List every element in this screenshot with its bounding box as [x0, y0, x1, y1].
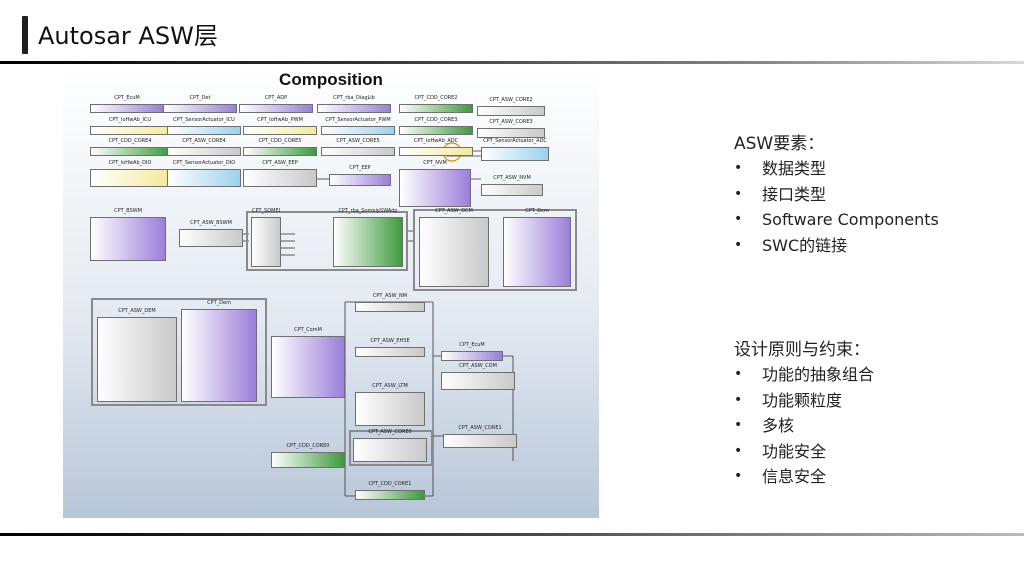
swc-block: CPT_IoHwAb_DIO	[90, 160, 170, 187]
swc-block: CPT_CDD_CORE3	[399, 117, 473, 135]
list-item: SWC的链接	[734, 233, 939, 259]
swc-block: CPT_ASW_NVM	[481, 175, 543, 196]
design-principles-panel: 设计原则与约束： 功能的抽象组合 功能颗粒度 多核 功能安全 信息安全	[734, 338, 874, 490]
swc-block: CPT_CDD_CORE5	[243, 138, 317, 156]
swc-block: CPT_ASW_CORE1	[443, 425, 517, 448]
top-divider	[0, 61, 1024, 64]
swc-block: CPT_SensorActuator_ICU	[167, 117, 241, 135]
list-item: 功能安全	[734, 439, 874, 465]
core0-group-frame	[349, 430, 433, 466]
swc-block: CPT_IoHwAb_ADC	[399, 138, 473, 156]
list-item: 功能的抽象组合	[734, 362, 874, 388]
swc-block: CPT_ADP	[239, 95, 313, 113]
asw-elements-panel: ASW要素： 数据类型 接口类型 Software Components SWC…	[734, 132, 939, 258]
bottom-divider	[0, 533, 1024, 536]
composition-diagram: Composition CPT_EcuM CPT_Det	[63, 66, 599, 518]
swc-block: CPT_CDD_CORE4	[90, 138, 170, 156]
swc-block: CPT_Dcm	[503, 208, 571, 287]
dcm-group-frame	[413, 209, 577, 291]
swc-block: CPT_CDD_CORE0	[271, 443, 345, 468]
swc-block: CPT_ASW_CORE4	[167, 138, 241, 156]
swc-block: CPT_ASW_NM	[355, 293, 425, 312]
list-item: 数据类型	[734, 156, 939, 182]
swc-block: CPT_CDD_CORE1	[355, 481, 425, 500]
swc-block: CPT_Dem	[181, 300, 257, 402]
swc-block: CPT_SensorActuator_PWM	[321, 117, 395, 135]
swc-block: CPT_ASW_CORE0	[353, 429, 427, 462]
asw-list: 数据类型 接口类型 Software Components SWC的链接	[734, 156, 939, 258]
swc-block: CPT_ASW_EHSE	[355, 338, 425, 357]
diagram-title: Composition	[279, 70, 383, 89]
slide-title: Autosar ASW层	[38, 22, 218, 50]
list-item: 功能颗粒度	[734, 388, 874, 414]
swc-block: CPT_EEP	[329, 165, 391, 186]
swc-block: CPT_Det	[163, 95, 237, 113]
swc-block: CPT_ASW_COM	[441, 363, 515, 390]
swc-block: CPT_ASW_BSWM	[179, 220, 243, 247]
swc-block: CPT_ComM	[271, 327, 345, 398]
swc-block: CPT_NVM	[399, 160, 471, 207]
list-item: 信息安全	[734, 464, 874, 490]
swc-block: CPT_ASW_EEP	[243, 160, 317, 187]
swc-block: CPT_ASW_CORE3	[477, 119, 545, 138]
swc-block: CPT_ASW_LTM	[355, 383, 425, 426]
swc-block: CPT_EcuM	[90, 95, 164, 113]
someip-group-frame	[246, 211, 408, 271]
swc-block: CPT_rba_DiagLib	[317, 95, 391, 113]
swc-block: CPT_BSWM	[90, 208, 166, 261]
swc-block: CPT_ASW_CORE5	[321, 138, 395, 156]
swc-block: CPT_CDD_CORE2	[399, 95, 473, 113]
design-list: 功能的抽象组合 功能颗粒度 多核 功能安全 信息安全	[734, 362, 874, 490]
swc-block: CPT_ASW_DEM	[97, 308, 177, 402]
swc-block: CPT_IoHwAb_PWM	[243, 117, 317, 135]
title-accent-bar	[22, 16, 28, 54]
swc-block: CPT_SensorActuator_DIO	[167, 160, 241, 187]
dem-group-frame	[91, 298, 267, 406]
swc-block: CPT_ASW_CORE2	[477, 97, 545, 116]
list-item: 多核	[734, 413, 874, 439]
swc-block: CPT_ASW_DCM	[419, 208, 489, 287]
swc-block: CPT_IoHwAb_ICU	[90, 117, 170, 135]
swc-block: CPT_SensorActuator_ADC	[481, 138, 549, 161]
list-item: 接口类型	[734, 182, 939, 208]
swc-block: CPT_SOMEIP	[251, 208, 281, 267]
swc-block: CPT_EcuM	[441, 342, 503, 361]
list-item: Software Components	[734, 207, 939, 233]
design-heading: 设计原则与约束：	[734, 340, 870, 360]
asw-heading: ASW要素：	[734, 134, 825, 154]
swc-block: CPT_rba_SomeipSWAdp	[333, 208, 403, 267]
